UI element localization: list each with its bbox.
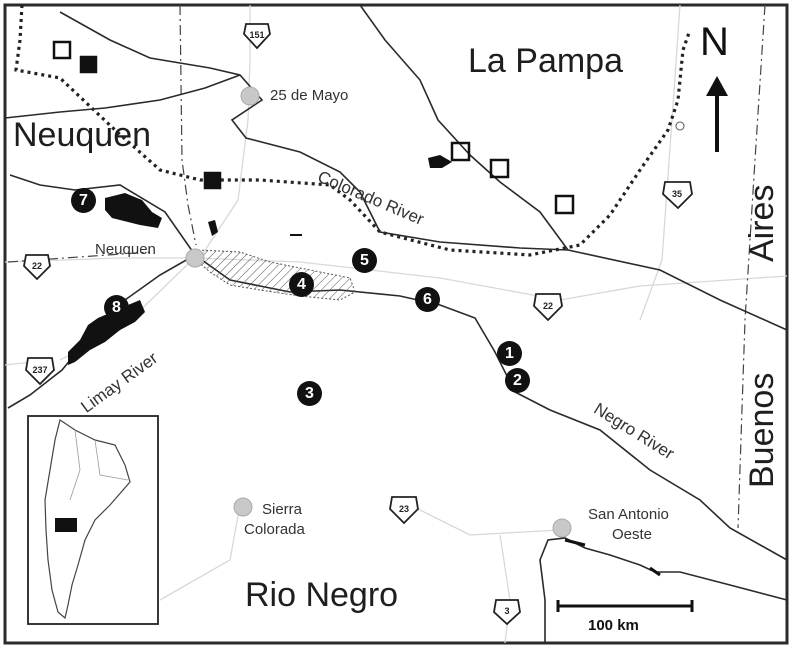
city-label-neuquen: Neuquen	[95, 241, 156, 258]
neuquen-lower-river	[9, 174, 196, 256]
route-35-label: 35	[671, 189, 682, 199]
region-label-neuquen: Neuquen	[13, 116, 152, 154]
route-22-east-label: 22	[542, 301, 553, 311]
region-label-aires: Aires	[743, 184, 781, 262]
region-label-buenos: Buenos	[743, 372, 781, 488]
route-22-west-label: 22	[31, 261, 42, 271]
inset-map	[27, 415, 159, 625]
neuquen-river-line	[4, 74, 241, 119]
colorado-upper-branch	[359, 4, 569, 251]
north-arrow	[706, 76, 728, 152]
city-dots	[185, 86, 685, 538]
site-marker-7: 7	[71, 188, 96, 213]
colorado-river-line	[59, 11, 788, 331]
city-label-colorada: Colorada	[244, 521, 305, 538]
hatched-study-area	[197, 249, 356, 301]
region-label-la-pampa: La Pampa	[468, 42, 623, 80]
route-shields	[23, 23, 693, 626]
site-marker-6: 6	[415, 287, 440, 312]
site-marker-3: 3	[297, 381, 322, 406]
route-151-label: 151	[249, 30, 265, 40]
deposits	[68, 155, 452, 365]
region-label-rio-negro: Rio Negro	[245, 576, 399, 614]
coast-detail	[564, 538, 661, 577]
route-3-label: 3	[504, 606, 510, 616]
square-markers	[52, 40, 575, 215]
city-label-25-de-mayo: 25 de Mayo	[270, 87, 349, 104]
route-237-label: 237	[32, 365, 48, 375]
city-label-sierra: Sierra	[262, 501, 303, 518]
site-marker-1: 1	[497, 341, 522, 366]
dotted-boundary	[14, 4, 692, 257]
site-marker-5: 5	[352, 248, 377, 273]
site-marker-4: 4	[289, 272, 314, 297]
site-marker-2: 2	[505, 368, 530, 393]
scale-label: 100 km	[588, 617, 639, 634]
route-23-label: 23	[398, 504, 409, 514]
scale-bar	[556, 600, 694, 612]
site-marker-8: 8	[104, 295, 129, 320]
city-label-san-antonio: San Antonio	[588, 506, 669, 523]
coastline	[539, 537, 788, 643]
north-label: N	[700, 20, 729, 64]
city-label-oeste: Oeste	[612, 526, 653, 543]
